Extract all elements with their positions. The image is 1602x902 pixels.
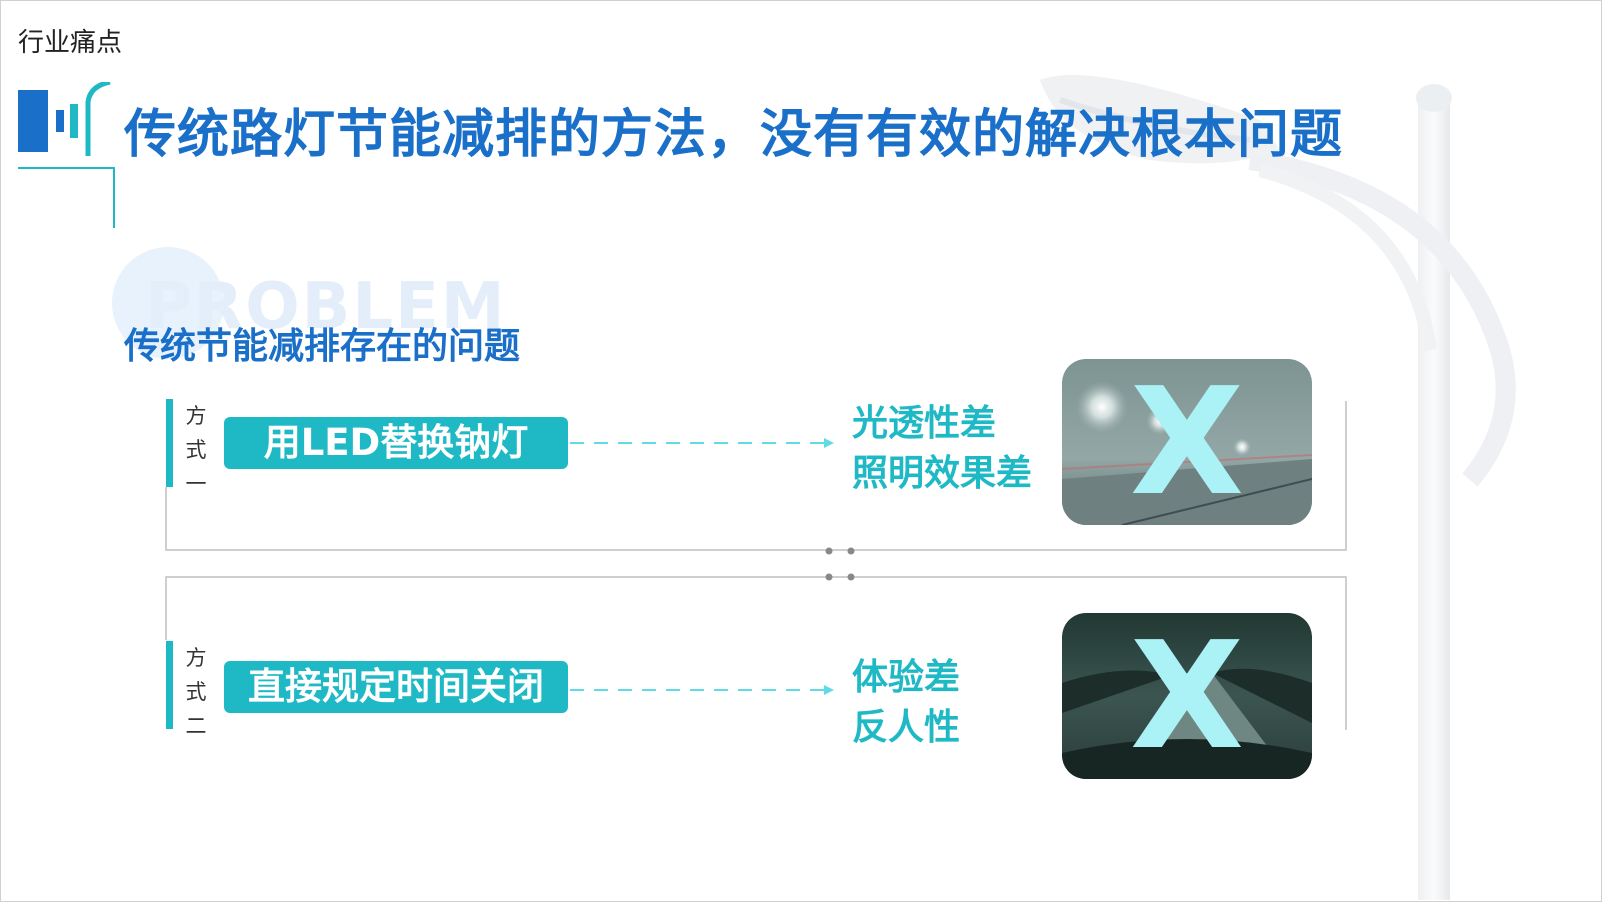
method-2-dark-road-image: X — [1062, 613, 1312, 779]
method-1-label: 方 式 一 — [185, 404, 207, 496]
street-lamp-background-icon — [1040, 75, 1516, 900]
title-lamp-icon — [18, 82, 115, 228]
method-1-foggy-road-image: X — [1062, 359, 1312, 525]
method-2-arrow-icon — [570, 685, 834, 695]
watermark-circle — [112, 247, 224, 359]
method-2-accent-bar — [166, 641, 173, 729]
method-1-arrow-icon — [570, 438, 834, 448]
method-2-action: 直接规定时间关闭 — [224, 661, 568, 713]
section-label: 行业痛点 — [18, 28, 123, 58]
section-subtitle: 传统节能减排存在的问题 — [124, 326, 521, 367]
watermark-text: PROBLEM — [145, 270, 507, 344]
method-box-outlines — [165, 401, 1347, 730]
method-1-accent-bar — [166, 399, 173, 487]
method-2-x-mark: X — [1129, 613, 1245, 779]
method-2-problems: 体验差 反人性 — [852, 657, 961, 748]
method-2-label: 方 式 二 — [185, 646, 207, 738]
method-1-problems: 光透性差 照明效果差 — [852, 403, 1033, 494]
method-1-x-mark: X — [1129, 359, 1245, 525]
method-1-action: 用LED替换钠灯 — [224, 417, 568, 469]
page-title: 传统路灯节能减排的方法，没有有效的解决根本问题 — [124, 105, 1344, 165]
